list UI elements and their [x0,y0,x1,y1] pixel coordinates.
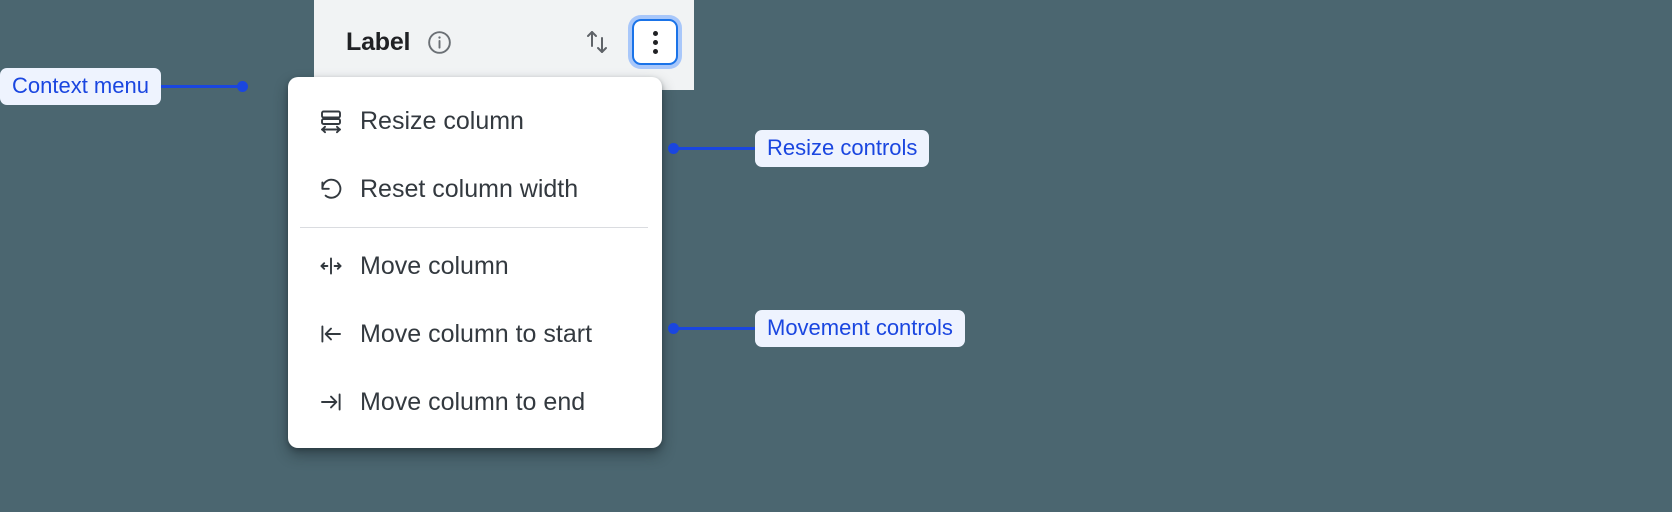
menu-separator [300,227,648,228]
menu-item-resize-column[interactable]: Resize column [288,87,662,155]
move-to-end-icon [314,388,348,416]
sort-up-down-icon[interactable] [580,25,614,59]
page-title: Label [346,27,411,56]
kebab-dot-1 [652,30,658,36]
annotation-endpoint-dot [668,143,679,155]
annotation-resize-controls: Resize controls [668,130,930,168]
overflow-menu-button[interactable] [632,19,678,65]
table-column-header: Label [314,0,694,90]
reset-undo-icon [314,175,348,203]
menu-item-label: Move column to start [360,319,593,348]
move-to-start-icon [314,320,348,348]
annotation-context-menu: Context menu [0,68,248,106]
kebab-dot-3 [652,48,658,54]
move-left-right-icon [314,252,348,280]
annotation-label: Movement controls [755,310,965,348]
annotation-label: Resize controls [755,130,930,168]
menu-item-move-column-to-end[interactable]: Move column to end [288,368,662,436]
kebab-dot-2 [652,39,658,45]
annotation-movement-controls: Movement controls [668,310,965,348]
annotation-leader-line [160,85,237,89]
context-menu: Resize column Reset column width Move co… [288,77,662,448]
menu-item-move-column-to-start[interactable]: Move column to start [288,300,662,368]
menu-item-label: Resize column [360,106,524,135]
info-circle-icon[interactable] [426,29,453,56]
menu-item-label: Reset column width [360,174,579,203]
menu-item-reset-column-width[interactable]: Reset column width [288,155,662,223]
resize-column-icon [314,107,348,135]
annotation-endpoint-dot [668,323,679,335]
menu-item-move-column[interactable]: Move column [288,232,662,300]
annotation-label: Context menu [0,68,161,106]
annotation-leader-line [679,327,755,331]
annotation-leader-line [679,147,755,151]
menu-item-label: Move column [360,251,509,280]
annotation-endpoint-dot [236,81,248,93]
menu-item-label: Move column to end [360,387,586,416]
